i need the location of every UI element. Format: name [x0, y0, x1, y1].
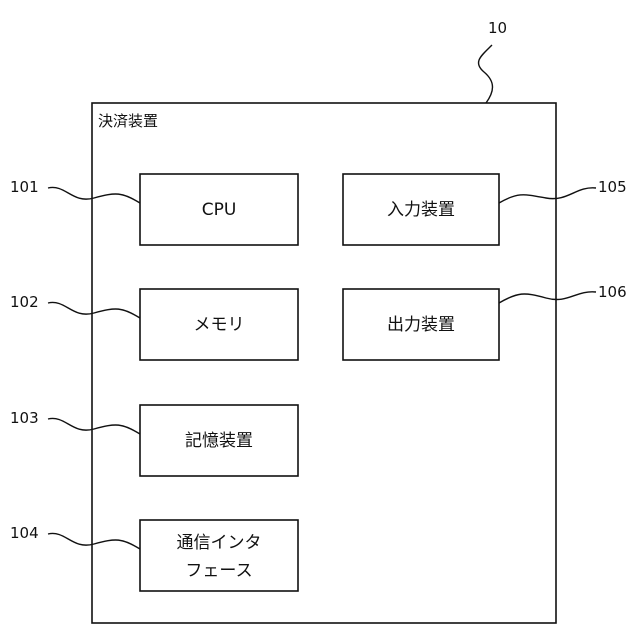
- memory-leader: [48, 302, 140, 318]
- input-device-label: 入力装置: [387, 200, 455, 220]
- storage-ref-label: 103: [10, 409, 39, 427]
- device-ref-leader: [479, 45, 493, 103]
- input-device-leader: [499, 188, 596, 203]
- storage-label: 記憶装置: [185, 431, 253, 451]
- device-ref-label: 10: [488, 19, 507, 37]
- comm-interface-label-line1: 通信インタ: [177, 533, 262, 553]
- output-device-leader: [499, 292, 596, 303]
- comm-interface-leader: [48, 533, 140, 549]
- comm-interface-label-line2: フェース: [185, 561, 252, 581]
- storage-leader: [48, 418, 140, 434]
- memory-ref-label: 102: [10, 293, 39, 311]
- input-device-ref-label: 105: [598, 178, 627, 196]
- cpu-ref-label: 101: [10, 178, 39, 196]
- memory-label: メモリ: [194, 315, 245, 335]
- output-device-label: 出力装置: [387, 315, 455, 335]
- cpu-label: CPU: [202, 200, 237, 220]
- device-title: 決済装置: [98, 112, 158, 130]
- cpu-leader: [48, 187, 140, 203]
- output-device-ref-label: 106: [598, 283, 627, 301]
- comm-interface-ref-label: 104: [10, 524, 39, 542]
